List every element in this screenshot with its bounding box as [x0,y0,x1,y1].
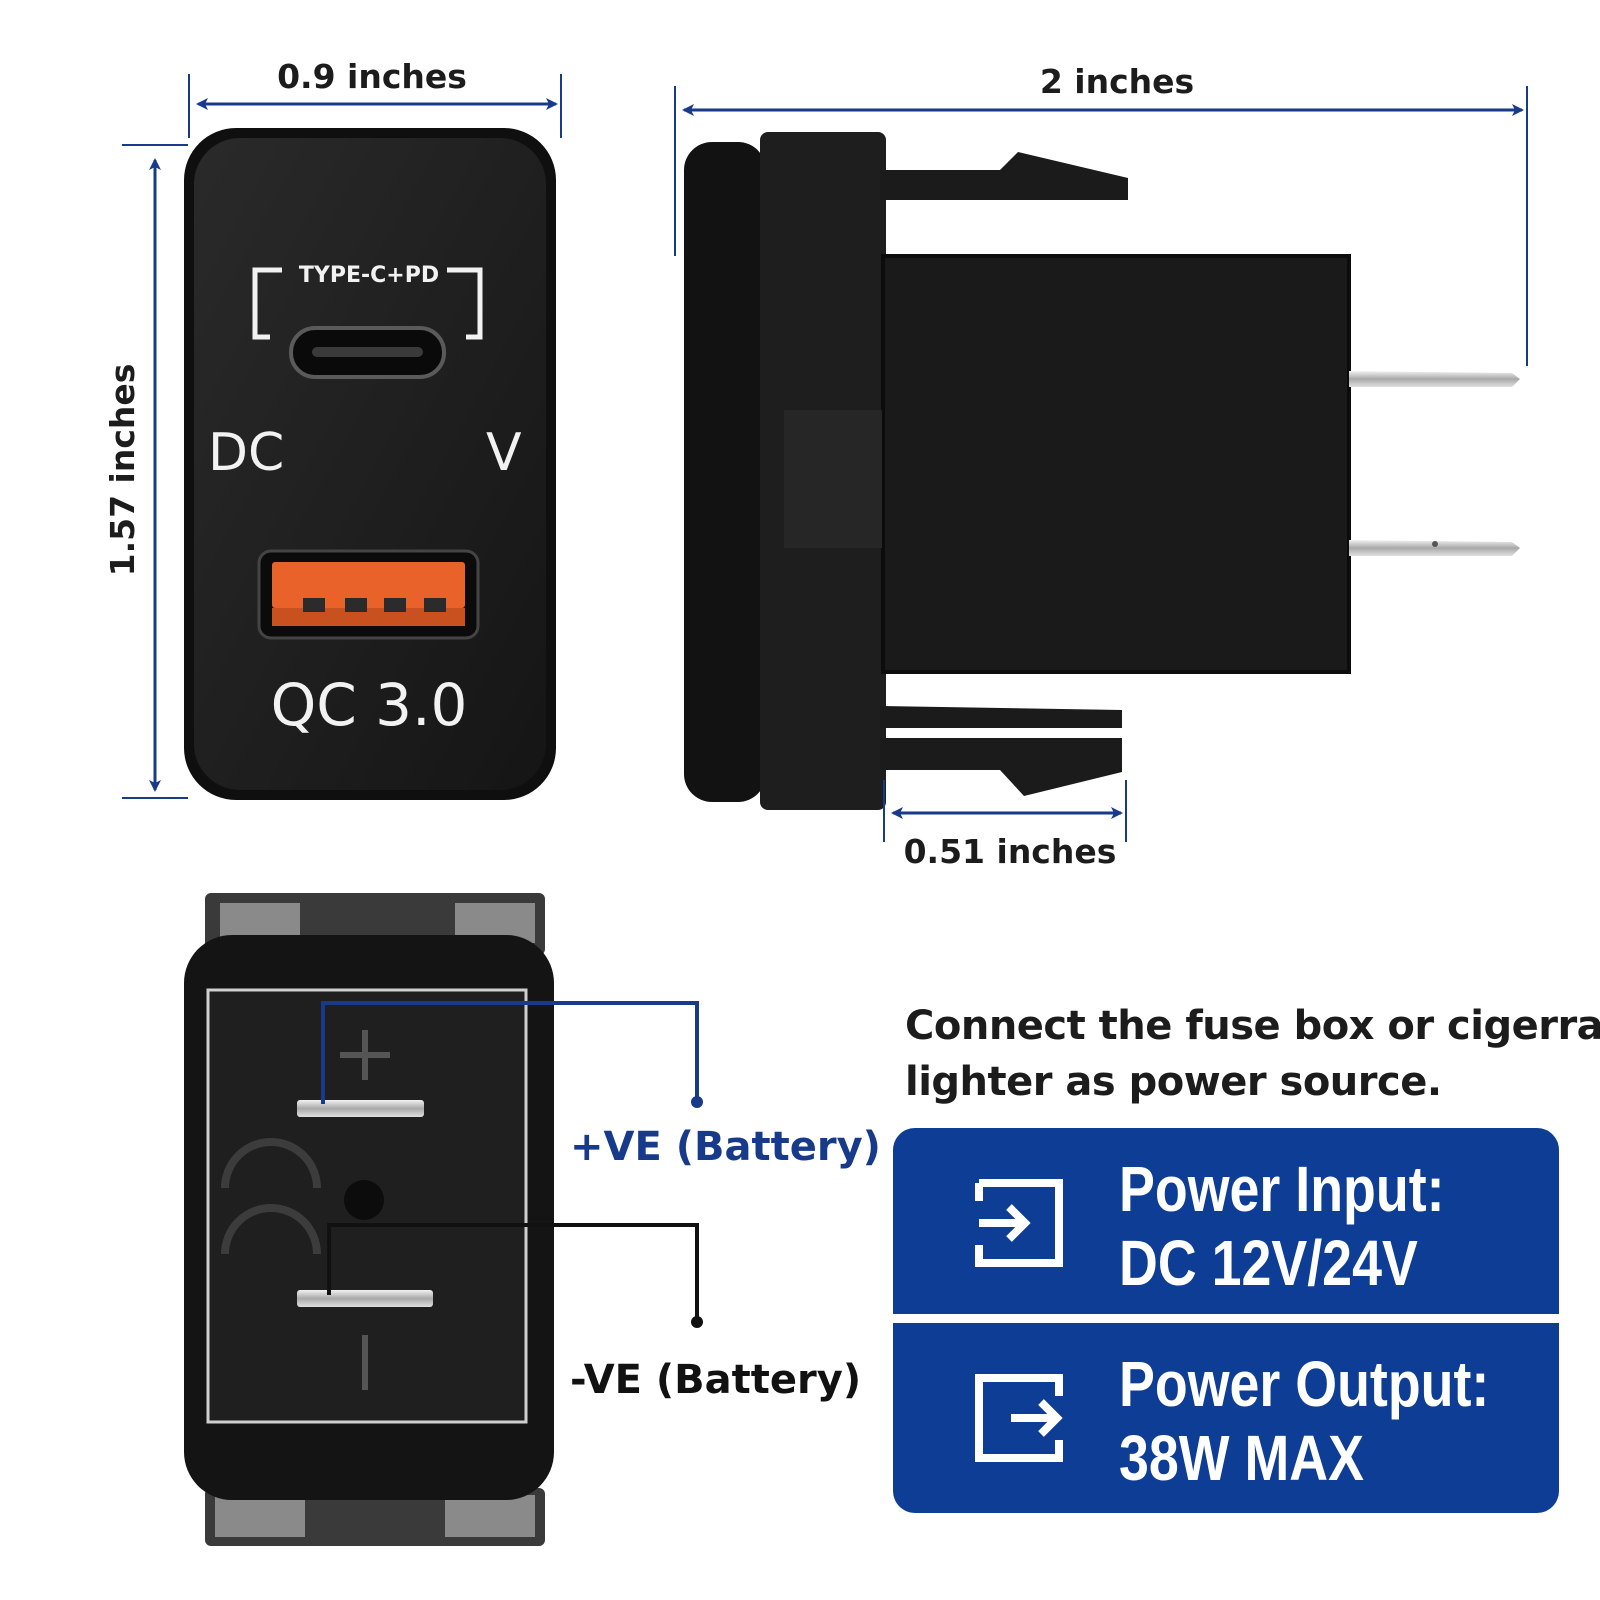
upper-clip [880,152,1128,200]
power-source-caption: Connect the fuse box or cigerrate lighte… [905,998,1600,1110]
depth-dimension-label: 0.51 inches [904,832,1117,871]
spec-divider [893,1314,1559,1323]
lower-clip [880,706,1122,728]
power-input-value: DC 12V/24V [1119,1227,1418,1299]
enter-icon [975,1179,1063,1267]
side-view: 2 inches 0.51 inches [674,62,1528,871]
voltmeter-v-label: V [486,423,522,483]
power-output-value: 38W MAX [1119,1422,1364,1494]
usb-c-bracket [252,267,483,340]
power-input-row: Power Input: DC 12V/24V [893,1128,1559,1314]
front-view: 0.9 inches 1.57 inches TYPE-C+PD DC V QC… [103,57,562,800]
terminal-pin-lower [1349,540,1520,556]
power-input-text: Power Input: DC 12V/24V [1119,1152,1445,1300]
back-view: +VE (Battery) -VE (Battery) [184,893,881,1546]
power-spec-panel: Power Input: DC 12V/24V Power Output: 38… [893,1128,1559,1513]
usb-a-label: QC 3.0 [271,671,468,739]
width-dimension-label: 0.9 inches [277,57,467,96]
positive-terminal [297,1100,424,1117]
length-dimension-label: 2 inches [1040,62,1194,101]
positive-lead-label: +VE (Battery) [570,1124,881,1170]
power-output-row: Power Output: 38W MAX [893,1323,1559,1513]
module-body-side [883,256,1349,672]
voltmeter-dc-label: DC [208,423,284,483]
negative-lead-line [327,1223,699,1318]
usb-c-label: TYPE-C+PD [299,263,439,288]
plus-symbol [340,1030,390,1080]
exit-icon [975,1374,1063,1462]
negative-terminal [297,1290,433,1307]
power-output-title: Power Output: [1119,1348,1490,1420]
caption-line-1: Connect the fuse box or cigerrate [905,1003,1600,1049]
power-input-title: Power Input: [1119,1153,1445,1225]
negative-lead-label: -VE (Battery) [570,1357,861,1403]
bezel-side [684,142,766,802]
height-dimension-label: 1.57 inches [103,364,142,577]
positive-lead-line [321,1001,699,1104]
power-output-text: Power Output: 38W MAX [1119,1347,1489,1495]
caption-line-2: lighter as power source. [905,1059,1442,1105]
terminal-pin-upper [1349,371,1520,387]
